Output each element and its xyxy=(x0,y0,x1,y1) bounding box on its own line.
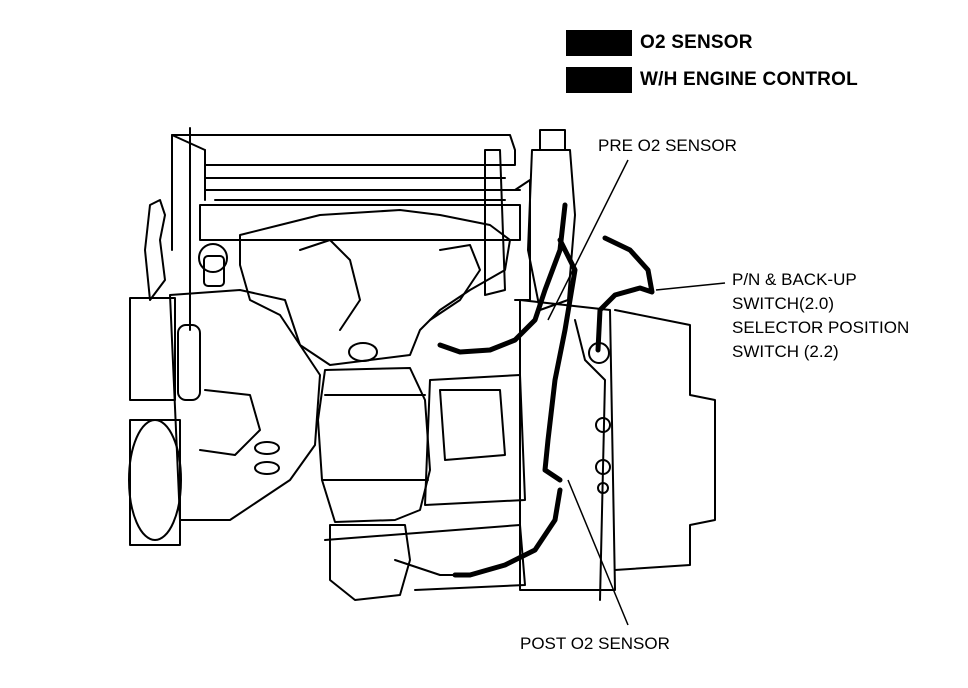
legend-o2-sensor: O2 SENSOR xyxy=(566,30,753,56)
oil-pan xyxy=(424,374,526,506)
label-pn-switch: P/N & BACK-UP SWITCH(2.0) SELECTOR POSIT… xyxy=(732,268,909,364)
intake-tube xyxy=(484,149,506,296)
engine-block xyxy=(169,289,321,521)
legend-wh-engine-control: W/H ENGINE CONTROL xyxy=(566,67,858,93)
exhaust-manifold xyxy=(239,209,511,366)
legend-label-wh: W/H ENGINE CONTROL xyxy=(640,69,858,90)
pre-o2-harness xyxy=(437,202,568,355)
leader-pre-o2 xyxy=(547,159,629,321)
catalytic-converter xyxy=(317,367,431,523)
label-pn-line3: SELECTOR POSITION xyxy=(732,318,910,337)
valve-cover xyxy=(171,134,516,166)
pn-switch-harness xyxy=(595,235,655,353)
legend-swatch-o2 xyxy=(566,30,632,56)
post-o2-harness xyxy=(452,487,563,578)
leader-post-o2 xyxy=(567,479,629,626)
label-pn-line1: P/N & BACK-UP xyxy=(732,270,857,289)
wh-harness-upper xyxy=(542,237,578,483)
transaxle-case xyxy=(614,309,716,571)
cylinder-head xyxy=(199,204,521,241)
legend-swatch-wh xyxy=(566,67,632,93)
transaxle-housing xyxy=(519,299,616,591)
left-pulley-upper xyxy=(129,297,176,401)
exhaust-pipe xyxy=(329,524,411,601)
label-pre-o2-sensor: PRE O2 SENSOR xyxy=(598,136,737,155)
label-post-o2-sensor: POST O2 SENSOR xyxy=(520,634,670,653)
label-pn-line2: SWITCH(2.0) xyxy=(732,294,834,313)
label-pn-line4: SWITCH (2.2) xyxy=(732,342,839,361)
legend-label-o2: O2 SENSOR xyxy=(640,32,753,53)
sensor-housing xyxy=(527,149,576,311)
leader-pn-switch xyxy=(655,282,726,291)
